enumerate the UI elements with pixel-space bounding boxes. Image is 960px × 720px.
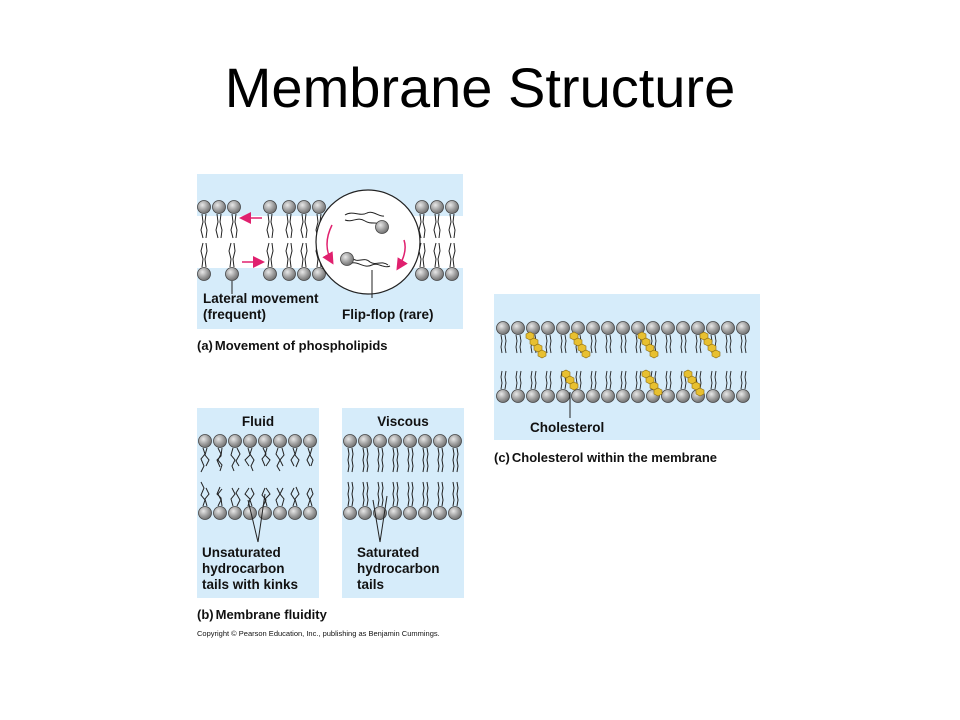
saturated-line1: Saturated xyxy=(357,545,420,560)
caption-b-letter: (b) xyxy=(197,607,214,622)
fluid-kinked-tails xyxy=(200,447,314,507)
caption-c-letter: (c) xyxy=(494,450,510,465)
caption-c-text: Cholesterol within the membrane xyxy=(511,450,718,465)
viscous-heading: Viscous xyxy=(377,414,429,429)
unsaturated-tails-label: Unsaturated hydrocarbon tails with kinks xyxy=(202,545,298,593)
lateral-movement-label: Lateral movement (frequent) xyxy=(203,291,319,323)
flip-flop-arrow-right xyxy=(396,239,408,271)
lateral-movement-label-line1: Lateral movement xyxy=(203,291,319,306)
fluid-heading: Fluid xyxy=(241,414,275,429)
panel-c-top-heads xyxy=(496,321,750,335)
panel-c-background xyxy=(494,294,760,440)
panel-c-bilayer xyxy=(496,321,750,418)
viscous-straight-tails xyxy=(347,447,459,507)
fluid-top-heads xyxy=(198,434,317,448)
lateral-movement-label-line2: (frequent) xyxy=(203,307,266,322)
flip-flop-circle xyxy=(315,189,421,295)
panel-b-viscous-bilayer xyxy=(343,434,462,543)
slide-title: Membrane Structure xyxy=(224,56,736,119)
cholesterol-label: Cholesterol xyxy=(530,420,605,435)
unsaturated-line1: Unsaturated xyxy=(202,545,281,560)
panel-a-tails xyxy=(200,213,456,268)
flip-flop-arrow-left xyxy=(322,224,334,265)
unsaturated-line2: hydrocarbon xyxy=(202,561,285,576)
panel-c-bottom-heads xyxy=(496,389,750,403)
saturated-line2: hydrocarbon xyxy=(357,561,440,576)
cholesterol-molecules xyxy=(525,331,721,397)
saturated-line3: tails xyxy=(357,577,385,592)
caption-a-text: Movement of phospholipids xyxy=(214,338,388,353)
caption-c: (c)Cholesterol within the membrane xyxy=(494,450,717,465)
unsaturated-line3: tails with kinks xyxy=(202,577,299,592)
flip-flop-label: Flip-flop (rare) xyxy=(342,307,434,322)
panel-a-bottom-heads xyxy=(197,267,459,281)
caption-b-text: Membrane fluidity xyxy=(215,607,327,622)
fluid-bottom-heads xyxy=(198,506,317,520)
viscous-bottom-heads xyxy=(343,506,462,520)
viscous-top-heads xyxy=(343,434,462,448)
caption-a: (a)Movement of phospholipids xyxy=(197,338,388,353)
panel-b-fluid-bilayer xyxy=(198,434,317,543)
caption-b: (b)Membrane fluidity xyxy=(197,607,327,622)
saturated-tails-label: Saturated hydrocarbon tails xyxy=(357,545,440,593)
copyright-notice: Copyright © Pearson Education, Inc., pub… xyxy=(197,629,440,638)
panel-a-bilayer xyxy=(197,189,463,298)
panel-a-top-heads xyxy=(197,200,459,214)
caption-a-letter: (a) xyxy=(197,338,213,353)
